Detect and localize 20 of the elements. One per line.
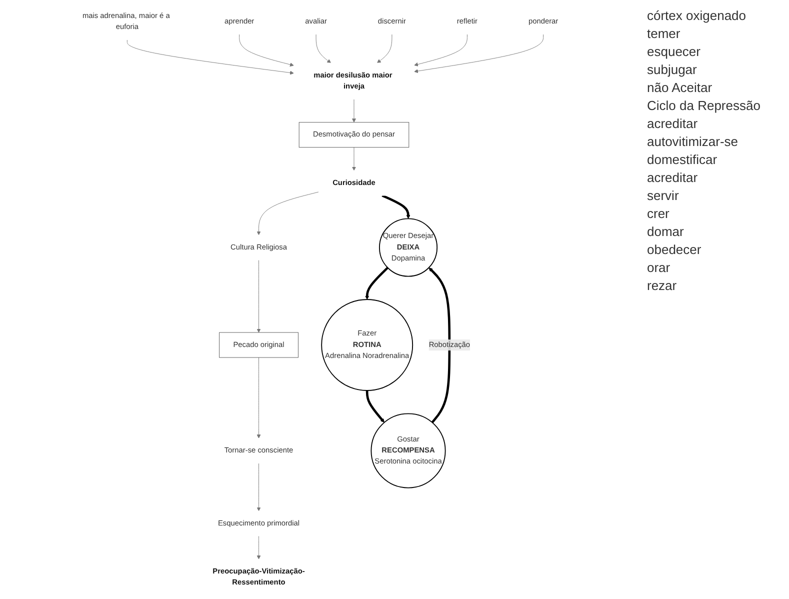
verb-label: rezar: [647, 278, 678, 293]
verb-label: subjugar: [647, 62, 698, 77]
arrow: [365, 266, 388, 300]
arrow: [428, 268, 451, 424]
arrow: [382, 194, 410, 219]
verb-label: temer: [647, 26, 682, 41]
verb-label: acreditar: [647, 116, 699, 131]
verb-label: obedecer: [647, 242, 702, 257]
verb-label: córtex oxigenado: [647, 8, 748, 23]
arrow: [366, 390, 384, 423]
verb-label: Ciclo da Repressão: [647, 98, 762, 113]
verb-label: crer: [647, 206, 670, 221]
verb-label: esquecer: [647, 44, 702, 59]
verb-label: autovitimizar-se: [647, 134, 740, 149]
verb-label: domestificar: [647, 152, 718, 167]
verb-label: não Aceitar: [647, 80, 714, 95]
verb-label: orar: [647, 260, 672, 275]
verb-label: acreditar: [647, 170, 699, 185]
verb-label: servir: [647, 188, 680, 203]
verb-label: domar: [647, 224, 685, 239]
